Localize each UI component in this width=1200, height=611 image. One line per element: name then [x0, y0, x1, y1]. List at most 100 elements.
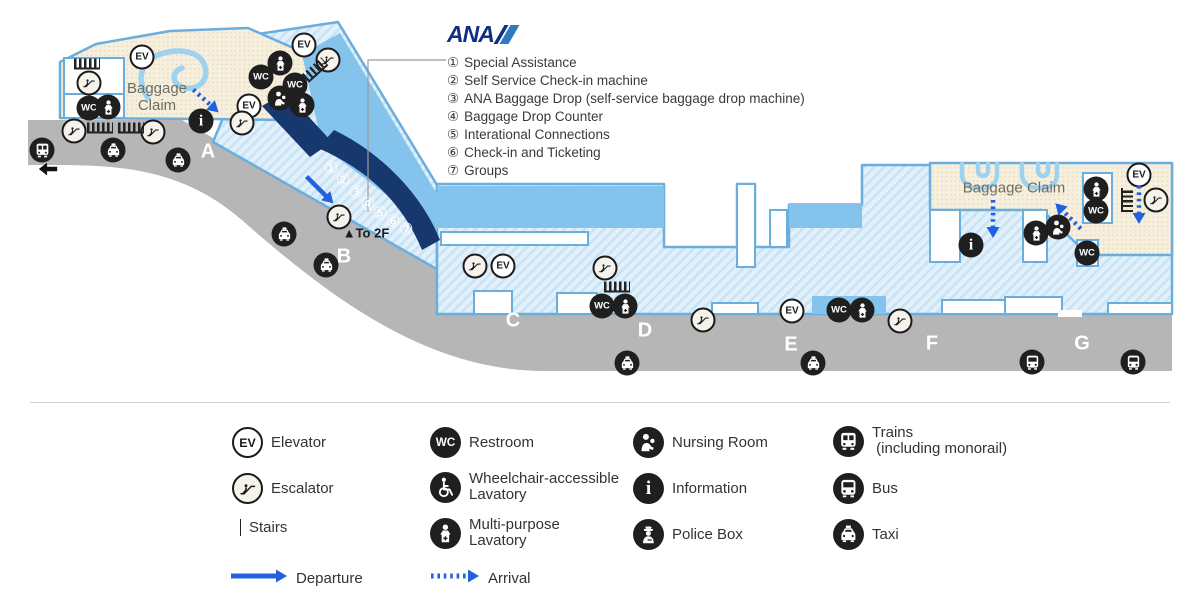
wheelchair-icon: [430, 471, 461, 503]
bus-icon: [1120, 349, 1146, 375]
mp-icon: [95, 94, 121, 120]
legend-item-trains: Trains (including monorail): [833, 425, 1007, 457]
esc-icon: [326, 204, 352, 230]
gate-g-notch: [1058, 310, 1082, 317]
legend-item-label: Taxi: [872, 525, 899, 543]
legend-item-label: Elevator: [271, 433, 327, 451]
mp-icon: [289, 92, 315, 118]
restroom-icon: WC: [430, 427, 461, 458]
service-label: Check-in and Ticketing: [464, 145, 601, 160]
arrival-arrow: [1049, 197, 1087, 235]
legend-item-stairs: Stairs: [240, 519, 287, 537]
gate-label-B: B: [336, 245, 352, 268]
esc-icon: [61, 118, 87, 144]
info-icon: i: [188, 108, 214, 134]
info-icon: i: [958, 232, 984, 258]
stairs-h-icon: [118, 122, 144, 134]
trains-icon: [833, 425, 864, 457]
legend-item-wheelchair: Wheelchair-accessible Lavatory: [430, 471, 619, 503]
esc-icon: [1143, 187, 1169, 213]
esc-icon: [887, 308, 913, 334]
service-item: ③ ANA Baggage Drop (self-service baggage …: [447, 90, 805, 108]
services-connector-line: [367, 59, 446, 212]
legend-item-label: Stairs: [249, 519, 288, 536]
legend-item-taxi: Taxi: [833, 519, 899, 550]
taxi-icon: [100, 137, 126, 163]
information-icon: i: [633, 473, 664, 504]
mp-icon: [267, 50, 293, 76]
service-label: ANA Baggage Drop (self-service baggage d…: [464, 91, 805, 106]
left-direction-arrow-icon: [37, 158, 59, 180]
legend-item-restroom: WC Restroom: [430, 427, 534, 458]
to-2f-label: ▲To 2F: [342, 225, 390, 241]
legend-item-departure-arrow: Departure: [230, 568, 363, 589]
legend-item-arrival-arrow: Arrival: [430, 568, 531, 589]
service-number: ③: [447, 91, 460, 107]
mp-icon: [1083, 176, 1109, 202]
baggage-carousel-right: [959, 161, 1060, 191]
terminal-map-base: [28, 20, 1174, 371]
esc-icon: [229, 110, 255, 136]
bus-icon: [1019, 349, 1045, 375]
top-band: [437, 186, 664, 228]
ev-icon: EV: [779, 298, 805, 324]
wc-icon: WC: [1074, 240, 1100, 266]
road: [28, 120, 1172, 371]
stairs-h-icon: [87, 122, 113, 134]
right-band: [789, 203, 862, 228]
nursing-icon: [633, 427, 664, 458]
mp-icon: [612, 293, 638, 319]
legend-divider: [30, 402, 1170, 403]
legend-item-escalator: Escalator: [232, 473, 334, 504]
service-number: ⑦: [447, 163, 460, 179]
checkin-counter-number: ⑦: [398, 219, 414, 239]
nursing-icon: [267, 85, 293, 111]
service-label: Groups: [464, 163, 509, 178]
wc-icon: WC: [1083, 198, 1109, 224]
esc-icon: [76, 70, 102, 96]
legend-item-label: Escalator: [271, 479, 334, 497]
ev-icon: EV: [291, 32, 317, 58]
police-icon: [633, 519, 664, 550]
stairs-v-icon: [1121, 188, 1133, 212]
train-icon: [29, 137, 55, 163]
multipurpose-icon: [430, 517, 461, 549]
service-number: ⑥: [447, 145, 460, 161]
mp-icon: [849, 297, 875, 323]
ev-icon: EV: [129, 44, 155, 70]
arrival-arrow-icon: [430, 568, 480, 589]
service-item: ⑦ Groups: [447, 162, 805, 180]
service-label: Baggage Drop Counter: [464, 109, 603, 124]
gate-label-D: D: [637, 319, 653, 342]
legend-item-label: Restroom: [469, 433, 535, 451]
gate-label-F: F: [925, 332, 939, 355]
legend-item-label: Arrival: [488, 569, 531, 587]
legend-item-label: Bus: [872, 479, 898, 497]
esc-icon: [690, 307, 716, 333]
checkin-counter-number: ④: [360, 194, 376, 214]
ana-logo-slash-icon: [493, 24, 520, 44]
nursing-icon: [1045, 214, 1071, 240]
departure-arrow-icon: [230, 568, 288, 589]
gate-label-C: C: [505, 309, 521, 332]
legend-item-label: Multi-purpose Lavatory: [469, 516, 560, 549]
service-number: ②: [447, 73, 460, 89]
baggage-claim-right-label: Baggage Claim: [962, 179, 1066, 197]
legend-item-multipurpose: Multi-purpose Lavatory: [430, 517, 560, 549]
ana-logo: ANA: [447, 21, 805, 47]
stairs-h-icon: [74, 58, 100, 70]
esc-icon: [592, 255, 618, 281]
arrival-arrow: [1131, 185, 1147, 225]
departure-arrow: [300, 170, 340, 210]
navy-band-checkin: [318, 130, 440, 250]
arrival-arrow: [985, 199, 1001, 239]
esc-icon: [140, 119, 166, 145]
